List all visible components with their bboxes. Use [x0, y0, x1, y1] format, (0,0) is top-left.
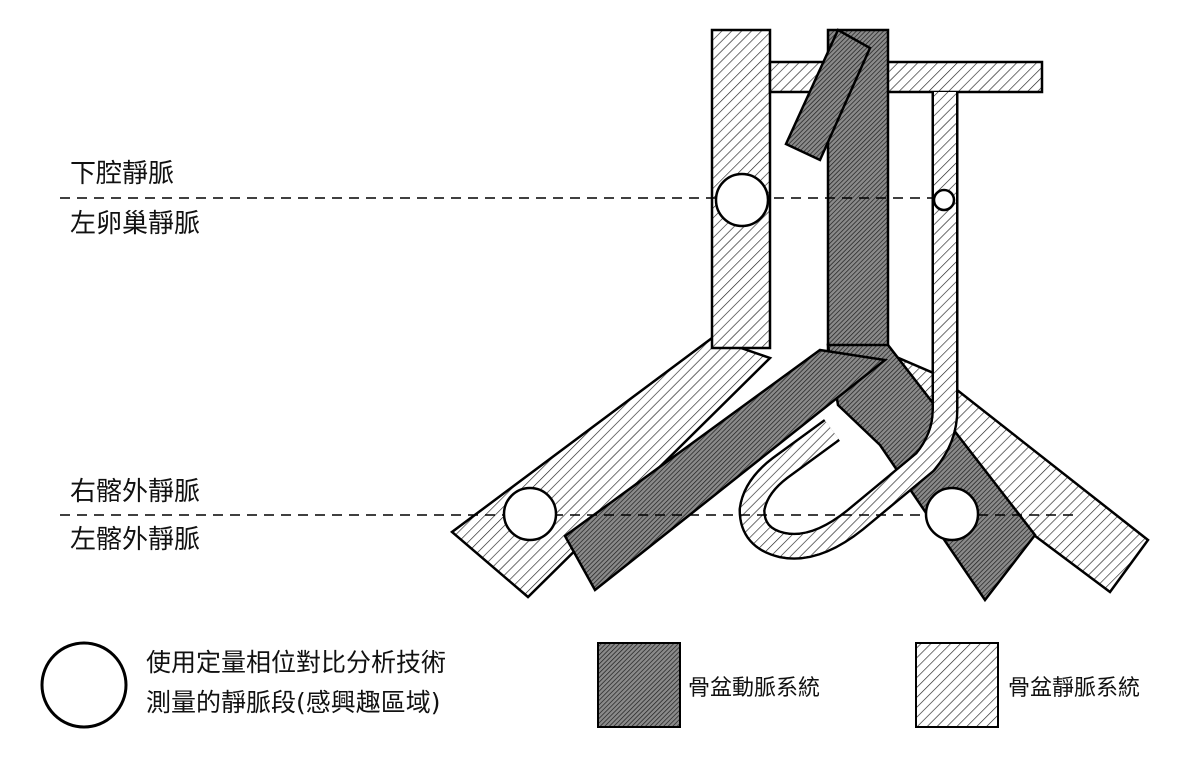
legend-artery-swatch: [597, 642, 681, 728]
label-right-iliac: 右髂外靜脈: [70, 477, 201, 507]
roi-left-iliac: [924, 486, 980, 542]
legend-roi-circle: [40, 641, 128, 729]
artery-branch: [784, 28, 872, 162]
label-ivc: 下腔靜脈: [70, 159, 175, 189]
legend-roi-line2: 測量的靜脈段(感興趣區域): [146, 688, 441, 717]
roi-ivc: [714, 172, 770, 228]
roi-right-iliac: [502, 486, 558, 542]
legend-vein-swatch: [915, 642, 999, 728]
roi-left-ovarian: [932, 188, 956, 212]
label-left-iliac: 左髂外靜脈: [70, 525, 201, 555]
right-common-iliac-artery: [563, 348, 889, 592]
legend-artery-label: 骨盆動脈系統: [688, 676, 821, 701]
label-left-ovarian: 左卵巢靜脈: [70, 209, 201, 239]
legend-roi-line1: 使用定量相位對比分析技術: [146, 648, 447, 677]
legend-vein-label: 骨盆靜脈系統: [1008, 676, 1141, 701]
